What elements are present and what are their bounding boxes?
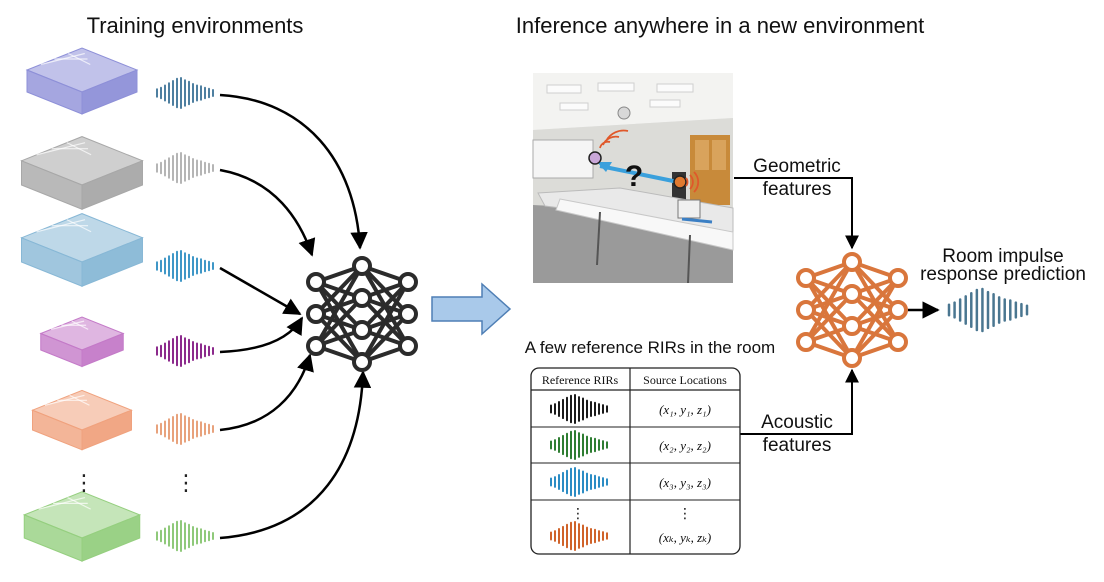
table-ellipsis: ⋮ — [571, 505, 585, 521]
arrow-env5 — [219, 353, 314, 432]
room-model-icon — [20, 213, 144, 287]
training-waveform-icon — [156, 520, 214, 552]
table-header-rirs: Reference RIRs — [542, 373, 619, 387]
output-waveform — [947, 287, 1029, 333]
training-rooms — [20, 47, 144, 562]
acoustic-label-1: Acoustic — [761, 412, 833, 433]
transfer-arrow — [431, 282, 512, 336]
training-waveform-icon — [156, 77, 214, 109]
neuron-node — [888, 300, 908, 320]
arrow-env6 — [219, 370, 372, 540]
training-waveforms — [156, 77, 214, 552]
room-photo: ? — [532, 73, 734, 284]
table-waveform-icon — [550, 521, 608, 551]
neuron-node — [842, 316, 862, 336]
output-waveform-icon — [947, 287, 1029, 333]
neuron-node — [842, 252, 862, 272]
room-model-icon — [31, 389, 133, 451]
neuron-node — [888, 268, 908, 288]
table-ellipsis: ⋮ — [678, 505, 692, 521]
table-row-loc: (x₃, y₃, z₃) — [659, 475, 711, 490]
table-waveforms — [550, 394, 608, 551]
table-row-loc: (x₁, y₁, z₁) — [659, 402, 711, 417]
inference-heading: Inference anywhere in a new environment — [516, 13, 924, 38]
table-row-loc: (x₂, y₂, z₂) — [659, 438, 711, 453]
neuron-node — [842, 284, 862, 304]
arrow-env4 — [219, 316, 304, 354]
training-waveform-icon — [156, 250, 214, 282]
neuron-node — [352, 256, 372, 276]
training-arrows — [219, 93, 372, 540]
training-network — [306, 256, 418, 372]
receiver-marker — [588, 151, 602, 165]
neuron-node — [352, 352, 372, 372]
table-waveform-icon — [550, 430, 608, 460]
acoustic-connector — [740, 368, 859, 435]
table-header-locations: Source Locations — [643, 373, 727, 387]
output-label-1: Room impulse — [942, 246, 1063, 267]
neuron-node — [796, 268, 816, 288]
geometric-connector — [734, 177, 859, 250]
neuron-node — [796, 332, 816, 352]
room-model-icon — [22, 491, 142, 562]
training-waveform-icon — [156, 335, 214, 367]
training-heading: Training environments — [87, 13, 304, 38]
geometric-label-2: features — [763, 179, 832, 200]
neuron-node — [352, 288, 372, 308]
geometric-label-1: Geometric — [753, 156, 841, 177]
wave-ellipsis: ⋮ — [175, 470, 197, 495]
table-waveform-icon — [550, 467, 608, 497]
neuron-node — [398, 272, 418, 292]
room-model-icon — [20, 136, 144, 210]
arrow-env2 — [219, 168, 316, 257]
neuron-node — [398, 336, 418, 356]
acoustic-label-2: features — [763, 435, 832, 456]
table-row-loc: (xₖ, yₖ, zₖ) — [659, 530, 711, 545]
room-model-icon — [25, 47, 139, 115]
photo-question-mark: ? — [625, 160, 643, 193]
neuron-node — [842, 348, 862, 368]
arrow-env3 — [219, 266, 302, 316]
neuron-node — [352, 320, 372, 340]
neuron-node — [306, 304, 326, 324]
neuron-node — [306, 336, 326, 356]
neuron-node — [306, 272, 326, 292]
reference-table: Reference RIRs Source Locations (x₁, y₁,… — [530, 367, 741, 555]
neuron-node — [398, 304, 418, 324]
source-marker — [673, 175, 687, 189]
output-label-2: response prediction — [920, 264, 1086, 285]
inference-network — [796, 252, 908, 368]
training-waveform-icon — [156, 152, 214, 184]
table-caption: A few reference RIRs in the room — [525, 338, 775, 357]
neuron-node — [888, 332, 908, 352]
table-waveform-icon — [550, 394, 608, 424]
arrow-env1 — [219, 93, 368, 250]
room-model-icon — [39, 316, 125, 368]
neuron-node — [796, 300, 816, 320]
room-ellipsis: ⋮ — [73, 470, 95, 495]
training-waveform-icon — [156, 413, 214, 445]
